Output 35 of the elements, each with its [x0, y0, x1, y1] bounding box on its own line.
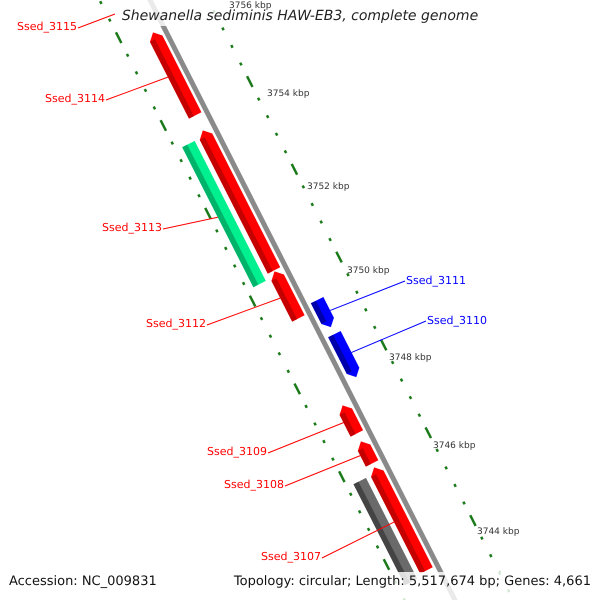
gene-label: Ssed_3113: [102, 221, 162, 234]
accession-text: Accession: NC_009831: [9, 574, 157, 589]
gene-label: Ssed_3108: [224, 478, 284, 491]
scale-label: 3746 kbp: [433, 441, 476, 452]
gene-bar: [182, 140, 266, 288]
gene-label: Ssed_3112: [146, 317, 206, 330]
gene-label: Ssed_3115: [17, 20, 77, 33]
leader-line: [267, 422, 344, 454]
genome-summary-text: Topology: circular; Length: 5,517,674 bp; Genes: 4,661: [234, 574, 591, 589]
scale-label: 3744 kbp: [477, 527, 520, 538]
leader-line: [351, 320, 426, 353]
gene-label: Ssed_3109: [207, 445, 267, 458]
gene-label: Ssed_3111: [406, 274, 466, 287]
gene-bar: [310, 296, 334, 328]
scale-label: 3748 kbp: [389, 353, 432, 364]
gene-bar: [340, 405, 364, 437]
leader-line: [330, 280, 406, 311]
gene-label: Ssed_3107: [261, 550, 321, 563]
scale-label: 3750 kbp: [347, 266, 390, 277]
gene-label: Ssed_3110: [427, 314, 487, 327]
gene-bar: [150, 32, 202, 119]
gene-bar: [371, 467, 433, 574]
gene-label: Ssed_3114: [45, 92, 105, 105]
leader-line: [206, 298, 281, 326]
scale-label: 3752 kbp: [307, 182, 350, 193]
leader-line: [105, 76, 168, 100]
scale-label: 3754 kbp: [267, 89, 310, 100]
gene-bar: [271, 271, 305, 322]
leader-line: [77, 14, 116, 28]
leader-line: [162, 216, 218, 230]
leader-line: [321, 522, 395, 558]
map-title: Shewanella sediminis HAW-EB3, complete genome: [122, 8, 478, 24]
gene-bar: [328, 330, 360, 378]
gene-bar: [358, 441, 378, 467]
leader-line: [284, 455, 361, 486]
